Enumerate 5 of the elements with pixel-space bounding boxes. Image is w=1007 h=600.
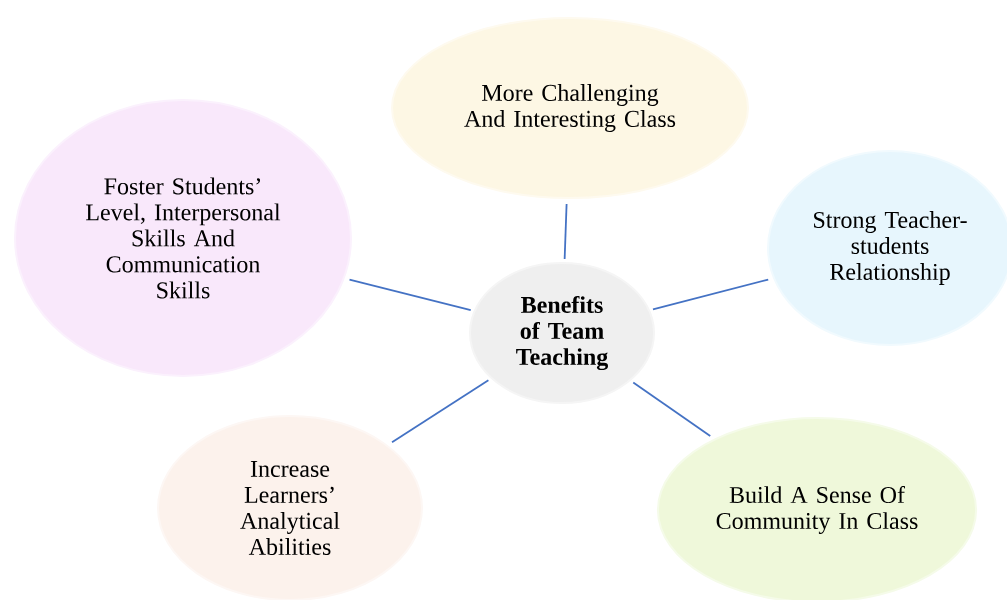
- connector-line: [632, 381, 712, 437]
- connector-line: [391, 379, 490, 444]
- connector-line: [348, 278, 472, 312]
- connector-line: [563, 203, 568, 260]
- connector-line: [652, 278, 770, 311]
